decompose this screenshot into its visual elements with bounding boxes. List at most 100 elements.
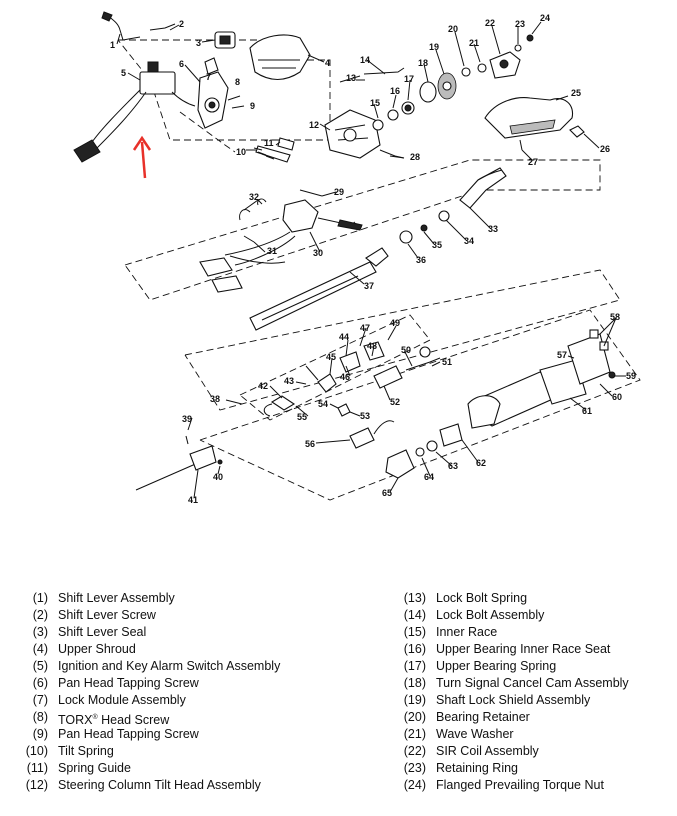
callout: 19 xyxy=(429,42,439,52)
legend-item: (18)Turn Signal Cancel Cam Assembly xyxy=(390,675,670,692)
legend-item: (1) Shift Lever Assembly xyxy=(12,590,342,607)
legend-number: (15) xyxy=(403,625,426,639)
callout: 43 xyxy=(284,376,294,386)
callout: 46 xyxy=(340,372,350,382)
callout: 15 xyxy=(370,98,380,108)
callout: 6 xyxy=(179,59,184,69)
callout: 28 xyxy=(410,152,420,162)
callout: 32 xyxy=(249,192,259,202)
callout: 59 xyxy=(626,371,636,381)
callout: 41 xyxy=(188,495,198,505)
leader-lines xyxy=(116,21,626,499)
legend-left-column: (1)Shift Lever Assembly (2)Shift Lever S… xyxy=(12,590,342,794)
legend-label: Pan Head Tapping Screw xyxy=(58,727,199,741)
legend-label: Wave Washer xyxy=(436,727,514,741)
legend-number: (17) xyxy=(403,659,426,673)
callout: 49 xyxy=(390,318,400,328)
red-arrow-annotation xyxy=(132,135,152,179)
parts-legend: (1)Shift Lever Assembly (2)Shift Lever S… xyxy=(0,590,677,800)
legend-item: (22) SIR Coil Assembly xyxy=(390,743,670,760)
callout: 13 xyxy=(346,73,356,83)
callout: 27 xyxy=(528,157,538,167)
callout: 53 xyxy=(360,411,370,421)
callout: 24 xyxy=(540,13,550,23)
legend-label: SIR Coil Assembly xyxy=(436,744,539,758)
legend-number: (23) xyxy=(403,761,426,775)
legend-number: (16) xyxy=(403,642,426,656)
legend-label: Lock Bolt Assembly xyxy=(436,608,545,622)
legend-item: (13) Lock Bolt Spring xyxy=(390,590,670,607)
callout: 62 xyxy=(476,458,486,468)
callout: 31 xyxy=(267,246,277,256)
legend-item: (20)Bearing Retainer xyxy=(390,709,670,726)
legend-right-column: (13) Lock Bolt Spring (14)Lock Bolt Assem… xyxy=(390,590,670,794)
legend-number: (22) xyxy=(403,744,426,758)
legend-label: Lock Module Assembly xyxy=(58,693,186,707)
callout: 44 xyxy=(339,332,349,342)
legend-label: Spring Guide xyxy=(58,761,131,775)
callout: 40 xyxy=(213,472,223,482)
legend-item: (8)TORX® Head Screw xyxy=(12,709,342,728)
legend-number: (20) xyxy=(403,710,426,724)
callout: 34 xyxy=(464,236,474,246)
callout: 10 xyxy=(236,147,246,157)
callout-numbers: 1 2 3 4 5 6 7 8 9 10 11 12 13 14 15 16 1… xyxy=(110,13,636,505)
callout: 2 xyxy=(179,19,184,29)
callout: 26 xyxy=(600,144,610,154)
callout: 52 xyxy=(390,397,400,407)
legend-number: (13) xyxy=(403,591,426,605)
legend-label: Lock Bolt Spring xyxy=(436,591,528,605)
legend-label: Ignition and Key Alarm Switch Assembly xyxy=(58,659,281,673)
legend-number: (3) xyxy=(32,625,48,639)
exploded-steering-column-diagram: 1 2 3 4 5 6 7 8 9 10 11 12 13 14 15 16 1… xyxy=(73,11,641,505)
callout: 37 xyxy=(364,281,374,291)
legend-label: Shaft Lock Shield Assembly xyxy=(436,693,591,707)
legend-label: Retaining Ring xyxy=(436,761,518,775)
legend-label: TORX® Head Screw xyxy=(58,709,170,728)
legend-label-text: TORX xyxy=(58,713,93,728)
legend-number: (1) xyxy=(32,591,48,605)
arrow-shaft xyxy=(140,141,147,179)
legend-number: (5) xyxy=(32,659,48,673)
callout: 63 xyxy=(448,461,458,471)
legend-number: (9) xyxy=(32,727,48,741)
legend-label: Flanged Prevailing Torque Nut xyxy=(436,778,604,792)
legend-number: (10) xyxy=(25,744,48,758)
callout: 39 xyxy=(182,414,192,424)
callout: 21 xyxy=(469,38,479,48)
lower-row-parts xyxy=(135,329,616,491)
callout: 3 xyxy=(196,38,201,48)
legend-label: Shift Lever Assembly xyxy=(58,591,175,605)
legend-label-text-after: Head Screw xyxy=(97,713,170,728)
legend-label: Tilt Spring xyxy=(58,744,114,758)
callout: 36 xyxy=(416,255,426,265)
callout: 47 xyxy=(360,323,370,333)
legend-item: (24)Flanged Prevailing Torque Nut xyxy=(390,777,670,794)
legend-number: (11) xyxy=(26,761,48,775)
legend-number: (2) xyxy=(32,608,48,622)
legend-number: (19) xyxy=(403,693,426,707)
legend-number: (12) xyxy=(25,778,48,792)
callout: 33 xyxy=(488,224,498,234)
legend-number: (18) xyxy=(403,676,426,690)
callout: 30 xyxy=(313,248,323,258)
legend-item: (15) Inner Race xyxy=(390,624,670,641)
legend-label: Pan Head Tapping Screw xyxy=(58,676,199,690)
callout: 18 xyxy=(418,58,428,68)
legend-item: (7)Lock Module Assembly xyxy=(12,692,342,709)
legend-item: (19) Shaft Lock Shield Assembly xyxy=(390,692,670,709)
legend-label: Inner Race xyxy=(436,625,498,639)
legend-item: (14)Lock Bolt Assembly xyxy=(390,607,670,624)
callout: 11 xyxy=(264,138,274,148)
callout: 56 xyxy=(305,439,315,449)
callout: 61 xyxy=(582,406,592,416)
legend-item: (17)Upper Bearing Spring xyxy=(390,658,670,675)
callout: 60 xyxy=(612,392,622,402)
callout: 25 xyxy=(571,88,581,98)
top-row-parts xyxy=(73,11,585,163)
callout: 51 xyxy=(442,357,452,367)
callout: 64 xyxy=(424,472,434,482)
legend-item: (10) Tilt Spring xyxy=(12,743,342,760)
legend-item: (6)Pan Head Tapping Screw xyxy=(12,675,342,692)
callout: 35 xyxy=(432,240,442,250)
